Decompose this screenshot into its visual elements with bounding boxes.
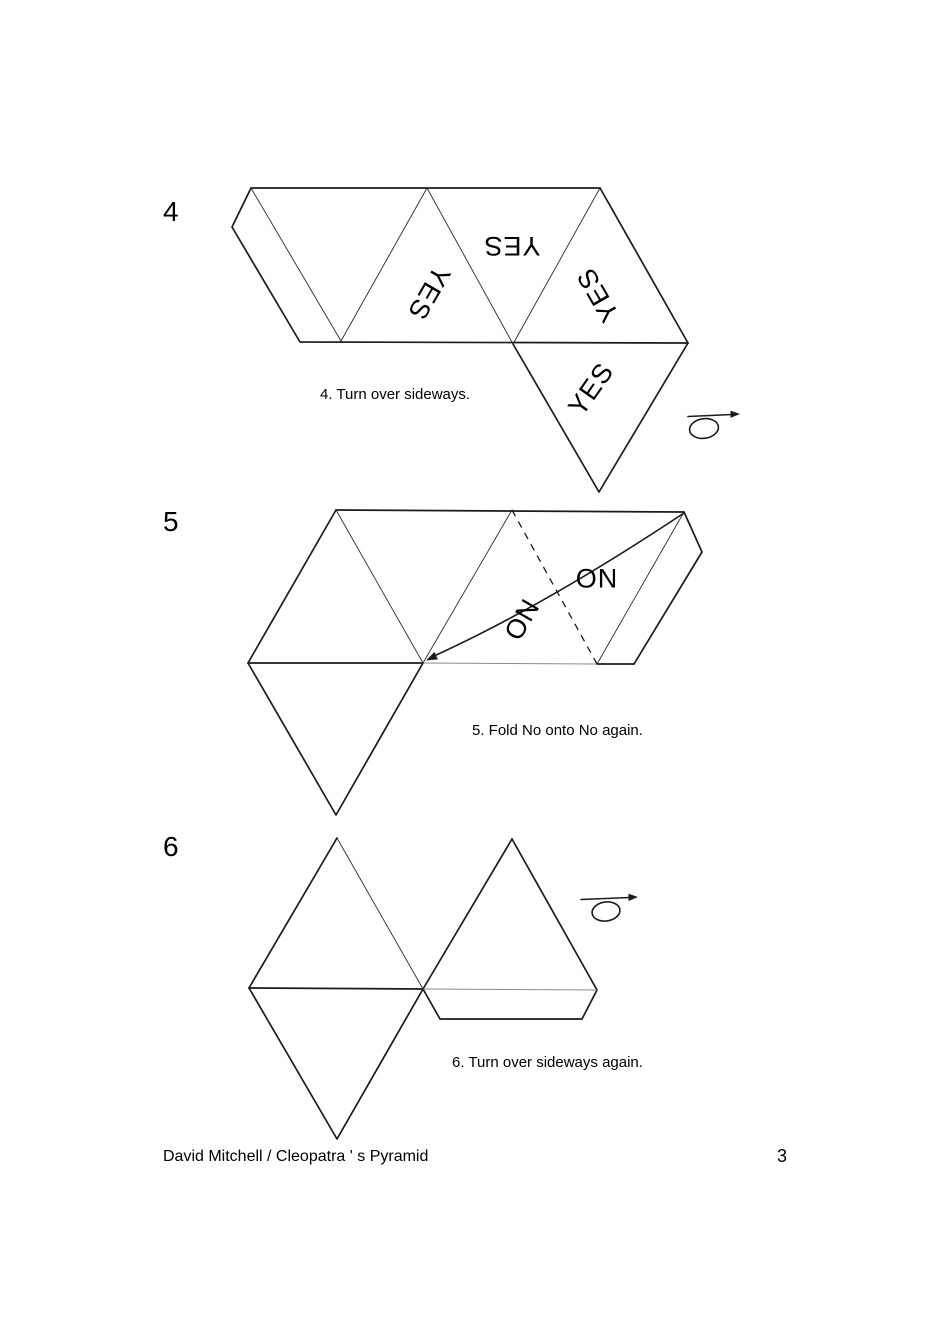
face-label-no: NO — [575, 563, 618, 593]
valley-fold-dashed-line — [511, 509, 598, 665]
step4-fold-line — [340, 187, 428, 342]
step4-right-edge — [599, 187, 689, 344]
step-4-number: 4 — [163, 196, 179, 227]
step6-mid-left-edge — [248, 987, 424, 990]
step6-hanging-triangle — [248, 987, 424, 1140]
face-label-yes: YES — [571, 263, 625, 327]
turn-over-loop — [591, 901, 621, 922]
step-6-caption: 6. Turn over sideways again. — [452, 1054, 643, 1071]
turn-over-arrow-line — [687, 413, 733, 418]
step5-fold-line — [335, 509, 424, 664]
step4-fold-line — [250, 187, 342, 342]
face-label-yes: YES — [402, 261, 456, 325]
step5-left-edge — [247, 509, 337, 664]
face-label-no: NO — [497, 594, 544, 646]
step6-left-edge — [248, 837, 338, 989]
step-5-caption: 5. Fold No onto No again. — [472, 722, 643, 739]
step5-top-edge — [335, 509, 685, 513]
step6-triangle-right-edge — [511, 838, 598, 991]
step4-fold-line — [426, 187, 514, 345]
step5-hanging-triangle — [247, 662, 424, 816]
step5-fold-line — [596, 511, 685, 665]
step-4-diagram: YES YES YES YES — [231, 187, 740, 493]
step5-hidden-edge — [422, 662, 598, 665]
step5-right-flap — [633, 511, 703, 665]
step-5-number: 5 — [163, 506, 179, 537]
footer-credit: David Mitchell / Cleopatra ' s Pyramid — [163, 1148, 429, 1165]
step6-fold-line — [336, 837, 424, 990]
step-6-number: 6 — [163, 831, 179, 862]
step4-hanging-triangle — [512, 342, 689, 493]
step-6-diagram — [248, 837, 638, 1140]
turn-over-arrowhead — [730, 410, 740, 418]
turn-over-symbol — [580, 893, 638, 922]
turn-over-arrowhead — [628, 893, 638, 901]
fold-arrow-curve — [433, 512, 685, 657]
step-4-caption: 4. Turn over sideways. — [320, 386, 471, 403]
step6-folded-flap — [422, 988, 598, 1020]
step5-fold-line — [422, 509, 513, 664]
step6-triangle-left-edge — [422, 838, 513, 990]
face-label-yes: YES — [483, 231, 540, 261]
fold-arrow — [426, 512, 685, 661]
step4-left-flap-and-bottom-edge — [231, 187, 689, 344]
turn-over-loop — [688, 417, 720, 440]
turn-over-arrow-line — [580, 896, 631, 901]
page-number: 3 — [777, 1146, 788, 1166]
face-label-yes: YES — [562, 357, 619, 421]
step-5-diagram: NO NO — [247, 509, 703, 816]
step6-hidden-edge — [422, 988, 598, 991]
step4-fold-line — [512, 187, 601, 345]
fold-arrowhead — [426, 651, 438, 661]
turn-over-symbol — [687, 410, 740, 440]
